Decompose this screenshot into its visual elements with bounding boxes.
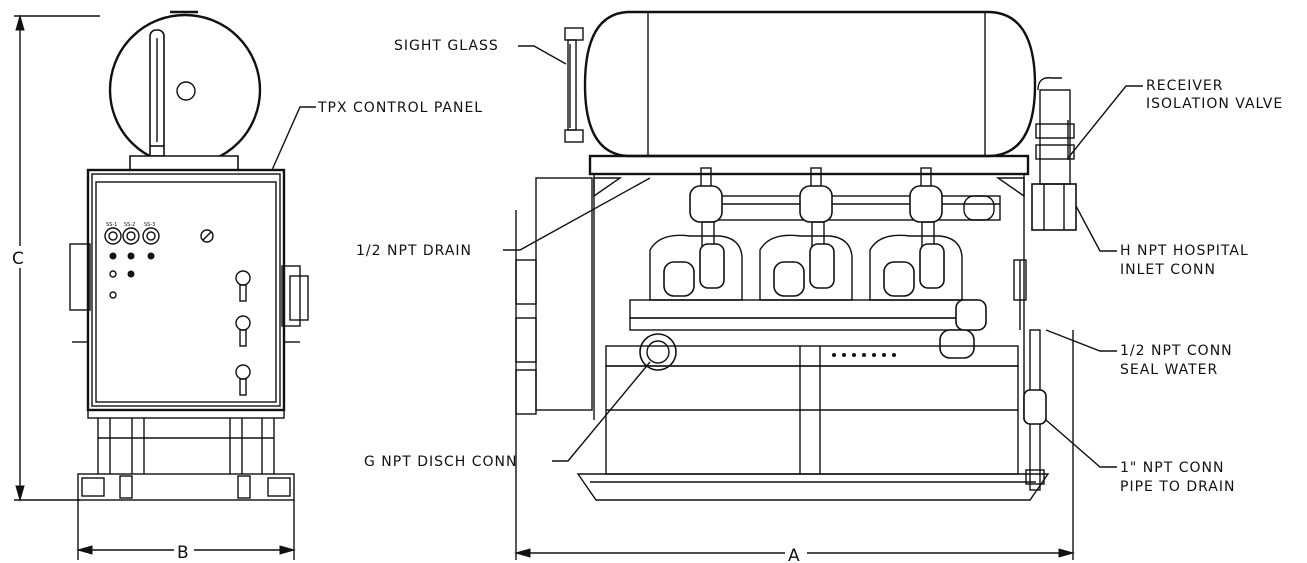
callout-npt-drain-label: 1/2 NPT DRAIN — [356, 243, 472, 259]
dimension-b-label: B — [177, 543, 189, 563]
callout-seal-water-label-1: 1/2 NPT CONN — [1120, 343, 1233, 359]
svg-text:SS-3: SS-3 — [144, 222, 155, 228]
dimension-c-label: C — [12, 249, 24, 269]
callout-sight-glass: SIGHT GLASS — [394, 38, 567, 65]
front-view: A — [514, 10, 1077, 563]
drain-pipe — [1013, 259, 1047, 491]
callout-hospital-inlet-label-1: H NPT HOSPITAL — [1120, 243, 1249, 259]
callout-pipe-drain-label-1: 1" NPT CONN — [1120, 460, 1224, 476]
callout-hospital-inlet-label-2: INLET CONN — [1120, 262, 1216, 278]
callout-seal-water-label-2: SEAL WATER — [1120, 362, 1218, 378]
top-frame — [588, 154, 1030, 420]
callout-receiver-valve-label-2: ISOLATION VALVE — [1146, 96, 1283, 112]
callout-pipe-drain: 1" NPT CONN PIPE TO DRAIN — [1045, 419, 1235, 495]
svg-text:SS-1: SS-1 — [106, 222, 117, 228]
discharge-header — [629, 299, 987, 371]
svg-text:SS-2: SS-2 — [124, 222, 135, 228]
dimension-b: B — [76, 500, 296, 563]
pump-1 — [649, 167, 743, 301]
callout-seal-water: 1/2 NPT CONN SEAL WATER — [1045, 329, 1233, 378]
receiver-tank — [564, 10, 1037, 158]
callout-sight-glass-label: SIGHT GLASS — [394, 38, 499, 54]
callout-receiver-valve: RECEIVER ISOLATION VALVE — [1067, 78, 1283, 159]
callout-hospital-inlet: H NPT HOSPITAL INLET CONN — [1075, 205, 1249, 278]
dimension-a-label: A — [788, 546, 800, 563]
front-control-box — [515, 177, 593, 415]
callout-pipe-drain-label-2: PIPE TO DRAIN — [1120, 479, 1235, 495]
callout-receiver-valve-label-1: RECEIVER — [1146, 78, 1223, 94]
callout-disch-conn: G NPT DISCH CONN — [364, 361, 651, 470]
callout-control-panel-label: TPX CONTROL PANEL — [317, 100, 483, 116]
callout-disch-conn-label: G NPT DISCH CONN — [364, 454, 518, 470]
header-pipe — [699, 77, 1077, 231]
pump-2 — [759, 167, 853, 301]
dimension-c: C — [10, 14, 100, 502]
control-panel: SS-1 SS-2 SS-3 — [69, 168, 309, 412]
vent-dots — [832, 353, 896, 357]
tank-end-view — [108, 10, 262, 171]
side-base-frame — [72, 341, 300, 501]
side-view: C B — [10, 10, 309, 563]
callout-npt-drain: 1/2 NPT DRAIN — [356, 177, 651, 259]
panel-handles — [235, 270, 251, 396]
callout-control-panel: TPX CONTROL PANEL — [271, 100, 483, 171]
front-base — [576, 345, 1050, 501]
pump-3 — [869, 167, 963, 301]
